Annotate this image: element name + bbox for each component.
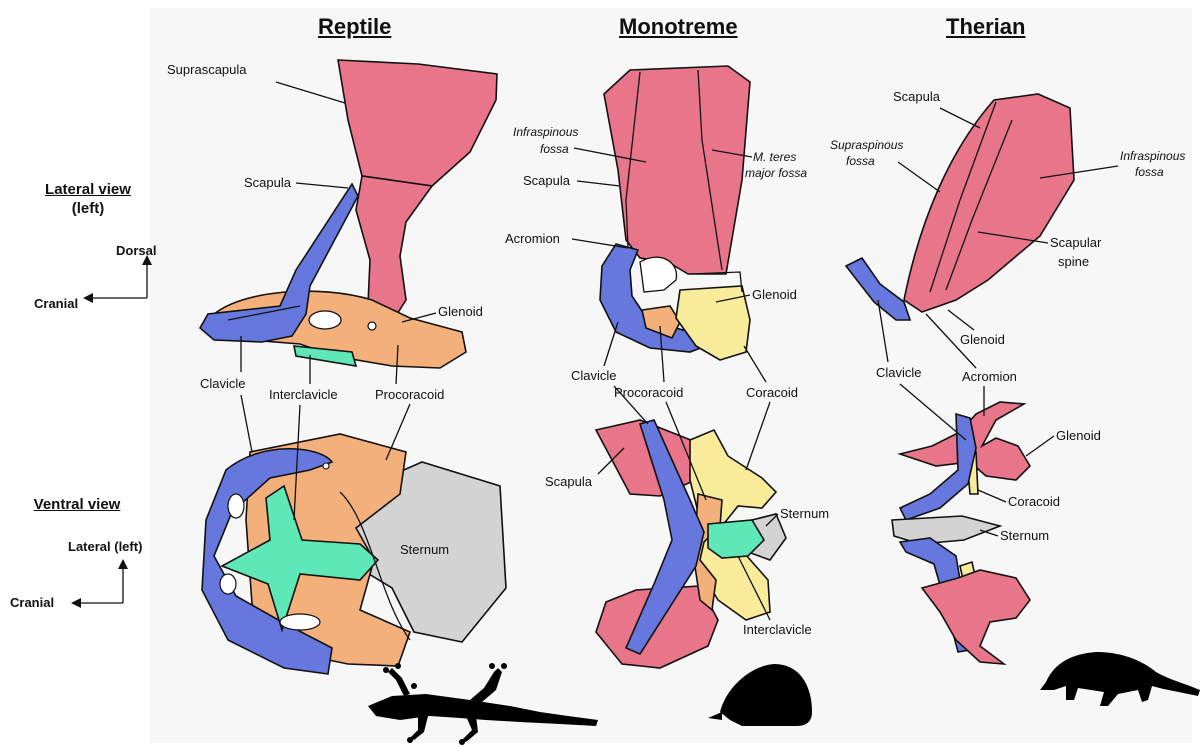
label-therian-clavicle: Clavicle [876, 365, 922, 380]
reptile-lateral-view [200, 60, 497, 368]
gecko-silhouette-icon [368, 663, 598, 745]
label-monotreme-infraspinous-2: fossa [540, 142, 569, 156]
label-therian-spine-1: Scapular [1050, 235, 1102, 250]
ventral-orientation-arrows [71, 559, 128, 608]
label-reptile-interclavicle: Interclavicle [269, 387, 338, 402]
label-therian-glenoid: Glenoid [960, 332, 1005, 347]
label-reptile-procoracoid: Procoracoid [375, 387, 444, 402]
reptile-suprascapula [338, 60, 497, 186]
label-reptile-glenoid: Glenoid [438, 304, 483, 319]
label-monotreme-scapula: Scapula [523, 173, 571, 188]
label-therian-spine-2: spine [1058, 254, 1089, 269]
label-therian-glenoid-ventral: Glenoid [1056, 428, 1101, 443]
label-monotreme-acromion: Acromion [505, 231, 560, 246]
label-therian-acromion: Acromion [962, 369, 1017, 384]
label-monotreme-teres-1: M. teres [753, 150, 796, 164]
therian-clavicle [846, 258, 910, 320]
therian-lateral-view [846, 94, 1074, 320]
label-therian-supraspinous-1: Supraspinous [830, 138, 903, 152]
label-monotreme-procoracoid: Procoracoid [614, 385, 683, 400]
label-monotreme-teres-2: major fossa [745, 166, 807, 180]
therian-clavicle-ventral-top [900, 414, 976, 520]
opossum-silhouette-icon [1040, 652, 1200, 706]
label-reptile-sternum: Sternum [400, 542, 449, 557]
label-monotreme-scapula-ventral: Scapula [545, 474, 593, 489]
label-monotreme-glenoid: Glenoid [752, 287, 797, 302]
label-therian-scapula: Scapula [893, 89, 941, 104]
monotreme-scapula [604, 66, 750, 274]
therian-sternum [892, 516, 1000, 544]
therian-scapula-ventral-bottom [922, 570, 1030, 664]
label-monotreme-sternum: Sternum [780, 506, 829, 521]
monotreme-lateral-view [600, 66, 750, 360]
label-monotreme-infraspinous-1: Infraspinous [513, 125, 578, 139]
label-monotreme-coracoid: Coracoid [746, 385, 798, 400]
therian-scapula [904, 94, 1074, 312]
label-therian-supraspinous-2: fossa [846, 154, 875, 168]
label-monotreme-clavicle: Clavicle [571, 368, 617, 383]
echidna-silhouette-icon [708, 664, 812, 726]
label-monotreme-interclavicle: Interclavicle [743, 622, 812, 637]
label-reptile-scapula: Scapula [244, 175, 292, 190]
label-therian-coracoid: Coracoid [1008, 494, 1060, 509]
lateral-orientation-arrows [83, 255, 152, 303]
label-therian-infraspinous-1: Infraspinous [1120, 149, 1185, 163]
label-therian-infraspinous-2: fossa [1135, 165, 1164, 179]
label-reptile-clavicle: Clavicle [200, 376, 246, 391]
label-therian-sternum: Sternum [1000, 528, 1049, 543]
reptile-ventral-view [202, 434, 506, 674]
label-reptile-suprascapula: Suprascapula [167, 62, 247, 77]
